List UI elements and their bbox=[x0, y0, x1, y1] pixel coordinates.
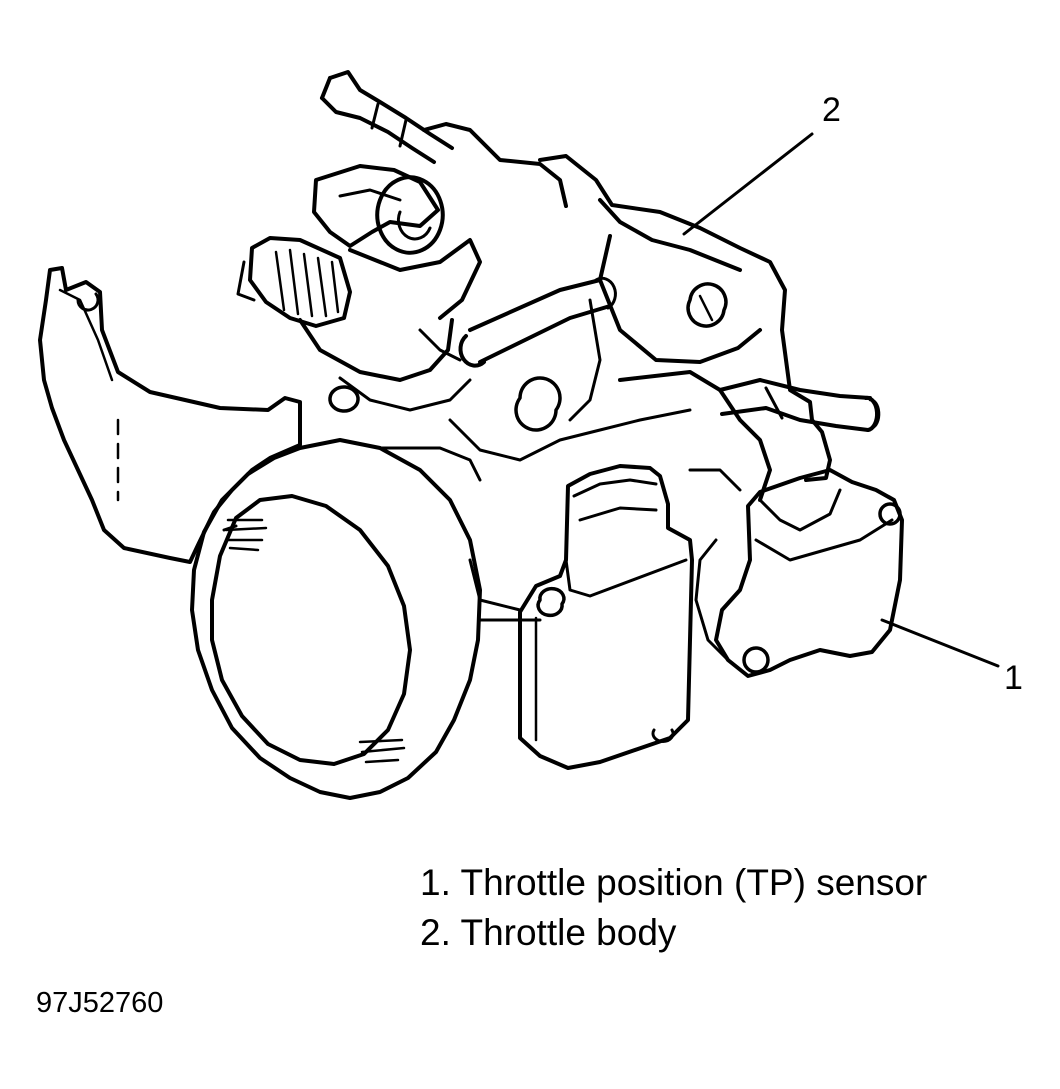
idle-air-control-housing bbox=[688, 468, 904, 678]
legend-item-tp-sensor: 1. Throttle position (TP) sensor bbox=[420, 862, 928, 903]
throttle-bore bbox=[190, 438, 542, 800]
parts-legend: 1. Throttle position (TP) sensor 2. Thro… bbox=[420, 858, 927, 958]
callout-number-2: 2 bbox=[822, 91, 841, 129]
throttle-linkage bbox=[236, 164, 617, 413]
tp-sensor bbox=[518, 464, 694, 770]
throttle-body-casting bbox=[448, 154, 881, 502]
leader-line-1 bbox=[880, 618, 1000, 668]
upper-hose-fitting bbox=[320, 70, 568, 208]
figure-id: 97J52760 bbox=[36, 987, 164, 1019]
leader-line-2 bbox=[682, 132, 814, 236]
leader-lines bbox=[682, 132, 1000, 668]
legend-item-throttle-body: 2. Throttle body bbox=[420, 912, 677, 953]
callout-number-1: 1 bbox=[1004, 659, 1023, 697]
mounting-bracket bbox=[38, 266, 302, 564]
